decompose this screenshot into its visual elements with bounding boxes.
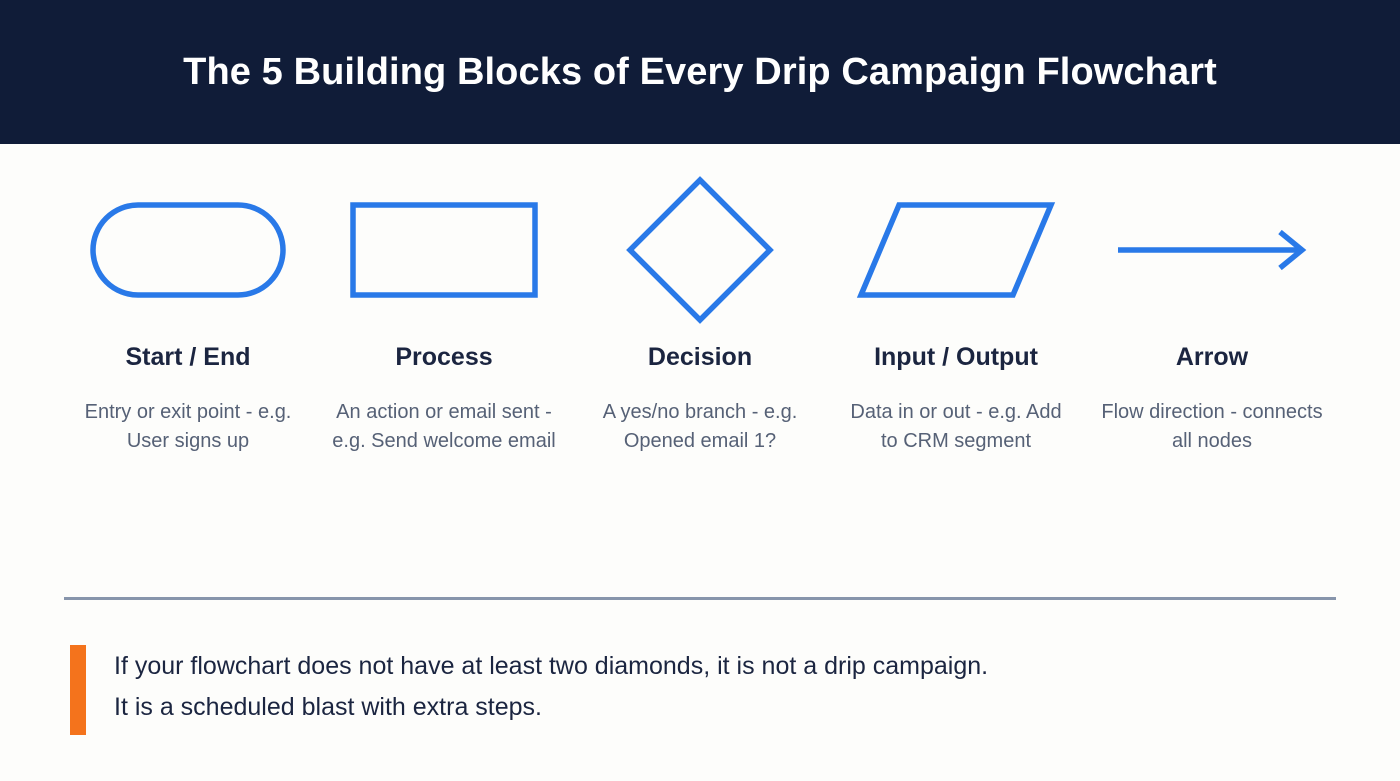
legend-label-start-end: Start / End xyxy=(125,343,251,371)
legend-label-process: Process xyxy=(395,343,493,371)
parallelogram-shape-icon xyxy=(856,202,1056,298)
legend-label-input-output: Input / Output xyxy=(874,343,1038,371)
callout-text: If your flowchart does not have at least… xyxy=(114,645,988,735)
page-title: The 5 Building Blocks of Every Drip Camp… xyxy=(183,50,1217,93)
callout-note: If your flowchart does not have at least… xyxy=(70,645,1330,735)
diamond-shape-icon xyxy=(626,176,774,324)
callout-line-2: It is a scheduled blast with extra steps… xyxy=(114,693,542,721)
legend-desc-arrow: Flow direction - connects all nodes xyxy=(1101,400,1323,452)
flowchart-symbol-legend: Start / End Entry or exit point - e.g. U… xyxy=(60,160,1340,580)
stadium-shape-icon xyxy=(90,202,286,298)
legend-item-process: Process An action or email sent - e.g. S… xyxy=(316,160,572,456)
legend-item-arrow: Arrow Flow direction - connects all node… xyxy=(1084,160,1340,456)
page-header: The 5 Building Blocks of Every Drip Camp… xyxy=(0,0,1400,144)
section-divider xyxy=(64,597,1336,600)
callout-accent-bar xyxy=(70,645,86,735)
rectangle-shape-icon xyxy=(350,202,538,298)
legend-desc-decision: A yes/no branch - e.g. Opened email 1? xyxy=(602,400,798,452)
diamond-shape-slot xyxy=(572,160,828,340)
legend-desc-start-end: Entry or exit point - e.g. User signs up xyxy=(84,400,292,452)
legend-label-decision: Decision xyxy=(647,343,753,371)
legend-desc-input-output: Data in or out - e.g. Add to CRM segment xyxy=(850,400,1062,452)
legend-label-arrow: Arrow xyxy=(1175,343,1249,371)
rectangle-shape-slot xyxy=(316,160,572,340)
arrow-shape-slot xyxy=(1084,160,1340,340)
stadium-shape-slot xyxy=(60,160,316,340)
arrow-right-icon xyxy=(1118,229,1307,271)
legend-item-input-output: Input / Output Data in or out - e.g. Add… xyxy=(828,160,1084,456)
legend-item-decision: Decision A yes/no branch - e.g. Opened e… xyxy=(572,160,828,456)
legend-desc-process: An action or email sent - e.g. Send welc… xyxy=(332,400,556,452)
parallelogram-shape-slot xyxy=(828,160,1084,340)
callout-line-1: If your flowchart does not have at least… xyxy=(114,652,989,680)
legend-item-start-end: Start / End Entry or exit point - e.g. U… xyxy=(60,160,316,456)
